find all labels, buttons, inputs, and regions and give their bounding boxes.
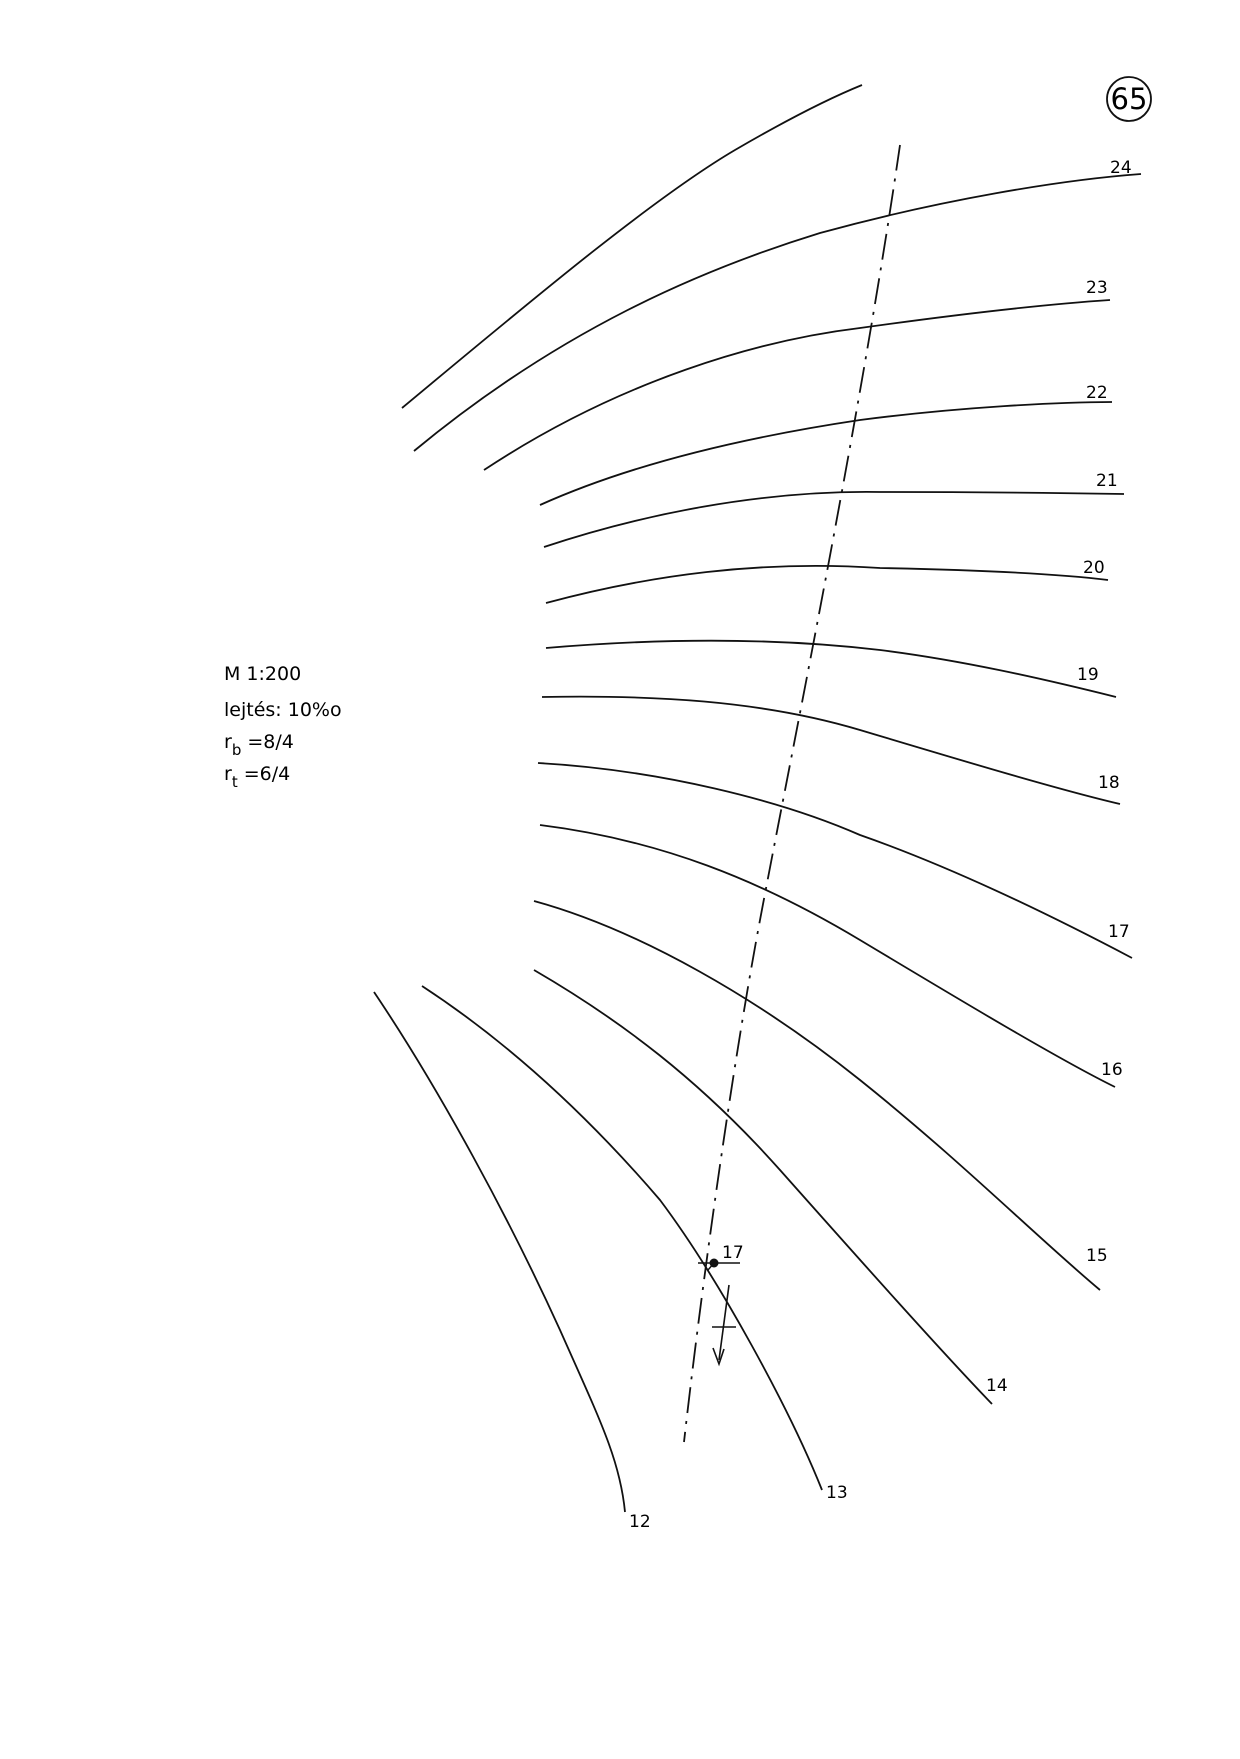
sheet-number-circle	[1106, 76, 1152, 122]
contour-13	[421, 985, 823, 1491]
legend-rb-sub: b	[232, 741, 242, 759]
contour-label-17: 17	[1108, 922, 1130, 942]
marker-label: 17	[722, 1243, 744, 1263]
legend-scale: M 1:200	[224, 663, 301, 685]
legend-rt-symbol: r	[224, 763, 232, 785]
contour-22	[539, 401, 1113, 506]
legend-rt-value: =6/4	[238, 763, 291, 785]
contour-label-23: 23	[1086, 278, 1108, 298]
contour-20	[545, 564, 1109, 604]
contour-14	[533, 969, 993, 1405]
legend-rt: rt =6/4	[224, 763, 290, 791]
contour-19	[545, 639, 1117, 698]
contour-12	[373, 991, 626, 1513]
contour-17	[537, 762, 1133, 959]
contour-21	[543, 491, 1125, 548]
contour-label-21: 21	[1096, 471, 1118, 491]
contour-label-16: 16	[1101, 1060, 1123, 1080]
contour-label-13: 13	[826, 1483, 848, 1503]
sheet-number: 65	[1111, 82, 1148, 116]
contour-label-15: 15	[1086, 1246, 1108, 1266]
contour-label-24: 24	[1110, 158, 1132, 178]
contour-24	[413, 173, 1142, 452]
legend-rb-symbol: r	[224, 731, 232, 753]
legend-rb-value: =8/4	[241, 731, 294, 753]
contour-label-20: 20	[1083, 558, 1105, 578]
contour-23	[483, 299, 1111, 471]
legend-rb: rb =8/4	[224, 731, 294, 759]
contour-top-unlabeled	[401, 84, 863, 409]
contour-15	[533, 900, 1101, 1291]
direction-arrow-head	[712, 1347, 725, 1367]
contour-labels: 24 23 22 21 20 19 18 17 16 15 14 13 12	[629, 158, 1132, 1532]
marker-leader	[707, 1262, 715, 1271]
contour-label-19: 19	[1077, 665, 1099, 685]
legend-rt-sub: t	[232, 773, 238, 791]
direction-arrow-shaft	[718, 1284, 730, 1361]
contour-label-18: 18	[1098, 773, 1120, 793]
legend-slope: lejtés: 10%o	[224, 699, 342, 721]
contour-18	[541, 695, 1121, 805]
contour-label-14: 14	[986, 1376, 1008, 1396]
legend: M 1:200 lejtés: 10%o rb =8/4 rt =6/4	[224, 663, 342, 791]
sheet-number-badge: 65	[1106, 76, 1152, 122]
point-marker: 17	[698, 1243, 744, 1367]
contour-16	[539, 824, 1116, 1088]
contour-label-22: 22	[1086, 383, 1108, 403]
contour-label-12: 12	[629, 1512, 651, 1532]
